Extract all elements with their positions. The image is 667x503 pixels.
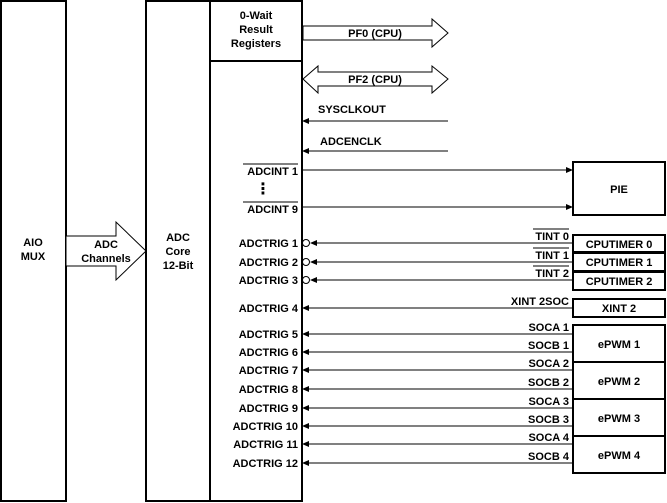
epwm1-label: ePWM 1 — [598, 339, 640, 351]
adctrig-10-arrowhead — [302, 423, 309, 429]
epwm4-box — [572, 435, 666, 474]
xint2-box — [572, 298, 666, 318]
adctrig-2-arrowhead — [310, 259, 317, 265]
signal-3-label: TINT 2 — [535, 268, 569, 280]
adctrig-3-arrowhead — [310, 277, 317, 283]
adctrig-3-label: ADCTRIG 3 — [239, 275, 298, 287]
adctrig-9-label: ADCTRIG 9 — [239, 403, 298, 415]
adctrig-3-bubble — [302, 276, 310, 284]
adctrig-6-arrowhead — [302, 349, 309, 355]
xint2-label: XINT 2 — [602, 303, 636, 315]
signal-1-label: TINT 0 — [535, 231, 569, 243]
signal-9-label: SOCA 3 — [528, 396, 569, 408]
signal-10-label: SOCB 3 — [528, 414, 569, 426]
adcint9-label: ADCINT 9 — [247, 204, 298, 216]
adc-channels-label-line2: Channels — [81, 253, 131, 265]
adctrig-7-label: ADCTRIG 7 — [239, 365, 298, 377]
result-registers-line1: 0-Wait — [240, 10, 273, 22]
signal-4-label: XINT 2SOC — [511, 296, 569, 308]
adc-core-box — [145, 0, 211, 502]
adc-core-label-line2: Core — [165, 246, 190, 258]
pie-box — [572, 161, 666, 216]
pf0-bus-label: PF0 (CPU) — [348, 28, 402, 40]
adcint1-arrowhead — [566, 167, 573, 173]
sysclkout-label: SYSCLKOUT — [318, 104, 386, 116]
adcint1-label: ADCINT 1 — [247, 166, 298, 178]
adctrig-5-label: ADCTRIG 5 — [239, 329, 298, 341]
adctrig-8-label: ADCTRIG 8 — [239, 384, 298, 396]
epwm2-label: ePWM 2 — [598, 376, 640, 388]
adctrig-11-label: ADCTRIG 11 — [233, 439, 298, 451]
adctrig-6-label: ADCTRIG 6 — [239, 347, 298, 359]
adc-core-label-line3: 12-Bit — [163, 260, 194, 272]
cputimer0-label: CPUTIMER 0 — [586, 239, 653, 251]
adc-channels-arrow — [65, 220, 147, 282]
aio-mux-label-line2: MUX — [21, 251, 46, 263]
cputimer2-box — [572, 271, 666, 291]
pf0-bus-arrow — [302, 17, 449, 49]
adc-channels-label-line1: ADC — [94, 239, 118, 251]
adctrig-11-arrowhead — [302, 441, 309, 447]
pf2-bus-arrow — [302, 64, 449, 95]
adctrig-4-label: ADCTRIG 4 — [239, 303, 299, 315]
adctrig-12-label: ADCTRIG 12 — [233, 458, 298, 470]
trigger-rows: ADCTRIG 1 TINT 0 ADCTRIG 2 TINT 1 ADCTRIG 3 T… — [233, 228, 573, 470]
adctrig-10-label: ADCTRIG 10 — [233, 421, 298, 433]
adctrig-1-label: ADCTRIG 1 — [239, 238, 298, 250]
signal-11-label: SOCA 4 — [528, 432, 569, 444]
epwm3-label: ePWM 3 — [598, 413, 640, 425]
trigger-column-box — [209, 0, 303, 502]
cputimer2-label: CPUTIMER 2 — [586, 276, 653, 288]
adctrig-9-arrowhead — [302, 405, 309, 411]
epwm4-label: ePWM 4 — [598, 450, 641, 462]
adctrig-12-arrowhead — [302, 460, 309, 466]
signal-8-label: SOCB 2 — [528, 377, 569, 389]
adcenclk-arrowhead — [302, 148, 309, 154]
adcint9-arrowhead — [566, 204, 573, 210]
adctrig-4-arrowhead — [302, 305, 309, 311]
adcenclk-label: ADCENCLK — [320, 136, 382, 148]
pf2-bus-label: PF2 (CPU) — [348, 74, 402, 86]
epwm3-box — [572, 398, 666, 437]
sysclkout-arrowhead — [302, 118, 309, 124]
signal-6-label: SOCB 1 — [528, 340, 569, 352]
adcint-ellipsis: ⋮ — [255, 181, 271, 198]
signal-5-label: SOCA 1 — [528, 322, 569, 334]
result-registers-line2: Result — [239, 24, 273, 36]
aio-mux-box — [0, 0, 67, 502]
adctrig-2-bubble — [302, 258, 310, 266]
signal-2-label: TINT 1 — [535, 250, 569, 262]
adctrig-8-arrowhead — [302, 386, 309, 392]
pie-label: PIE — [610, 184, 628, 196]
epwm2-box — [572, 361, 666, 400]
aio-mux-label-line1: AIO — [23, 237, 43, 249]
adctrig-1-bubble — [302, 239, 310, 247]
adctrig-1-arrowhead — [310, 240, 317, 246]
signal-12-label: SOCB 4 — [528, 451, 570, 463]
signal-7-label: SOCA 2 — [528, 358, 569, 370]
adctrig-7-arrowhead — [302, 367, 309, 373]
adc-core-label-line1: ADC — [166, 232, 190, 244]
cputimer1-label: CPUTIMER 1 — [586, 257, 653, 269]
adctrig-2-label: ADCTRIG 2 — [239, 257, 298, 269]
adctrig-5-arrowhead — [302, 331, 309, 337]
result-registers-line3: Registers — [231, 38, 281, 50]
